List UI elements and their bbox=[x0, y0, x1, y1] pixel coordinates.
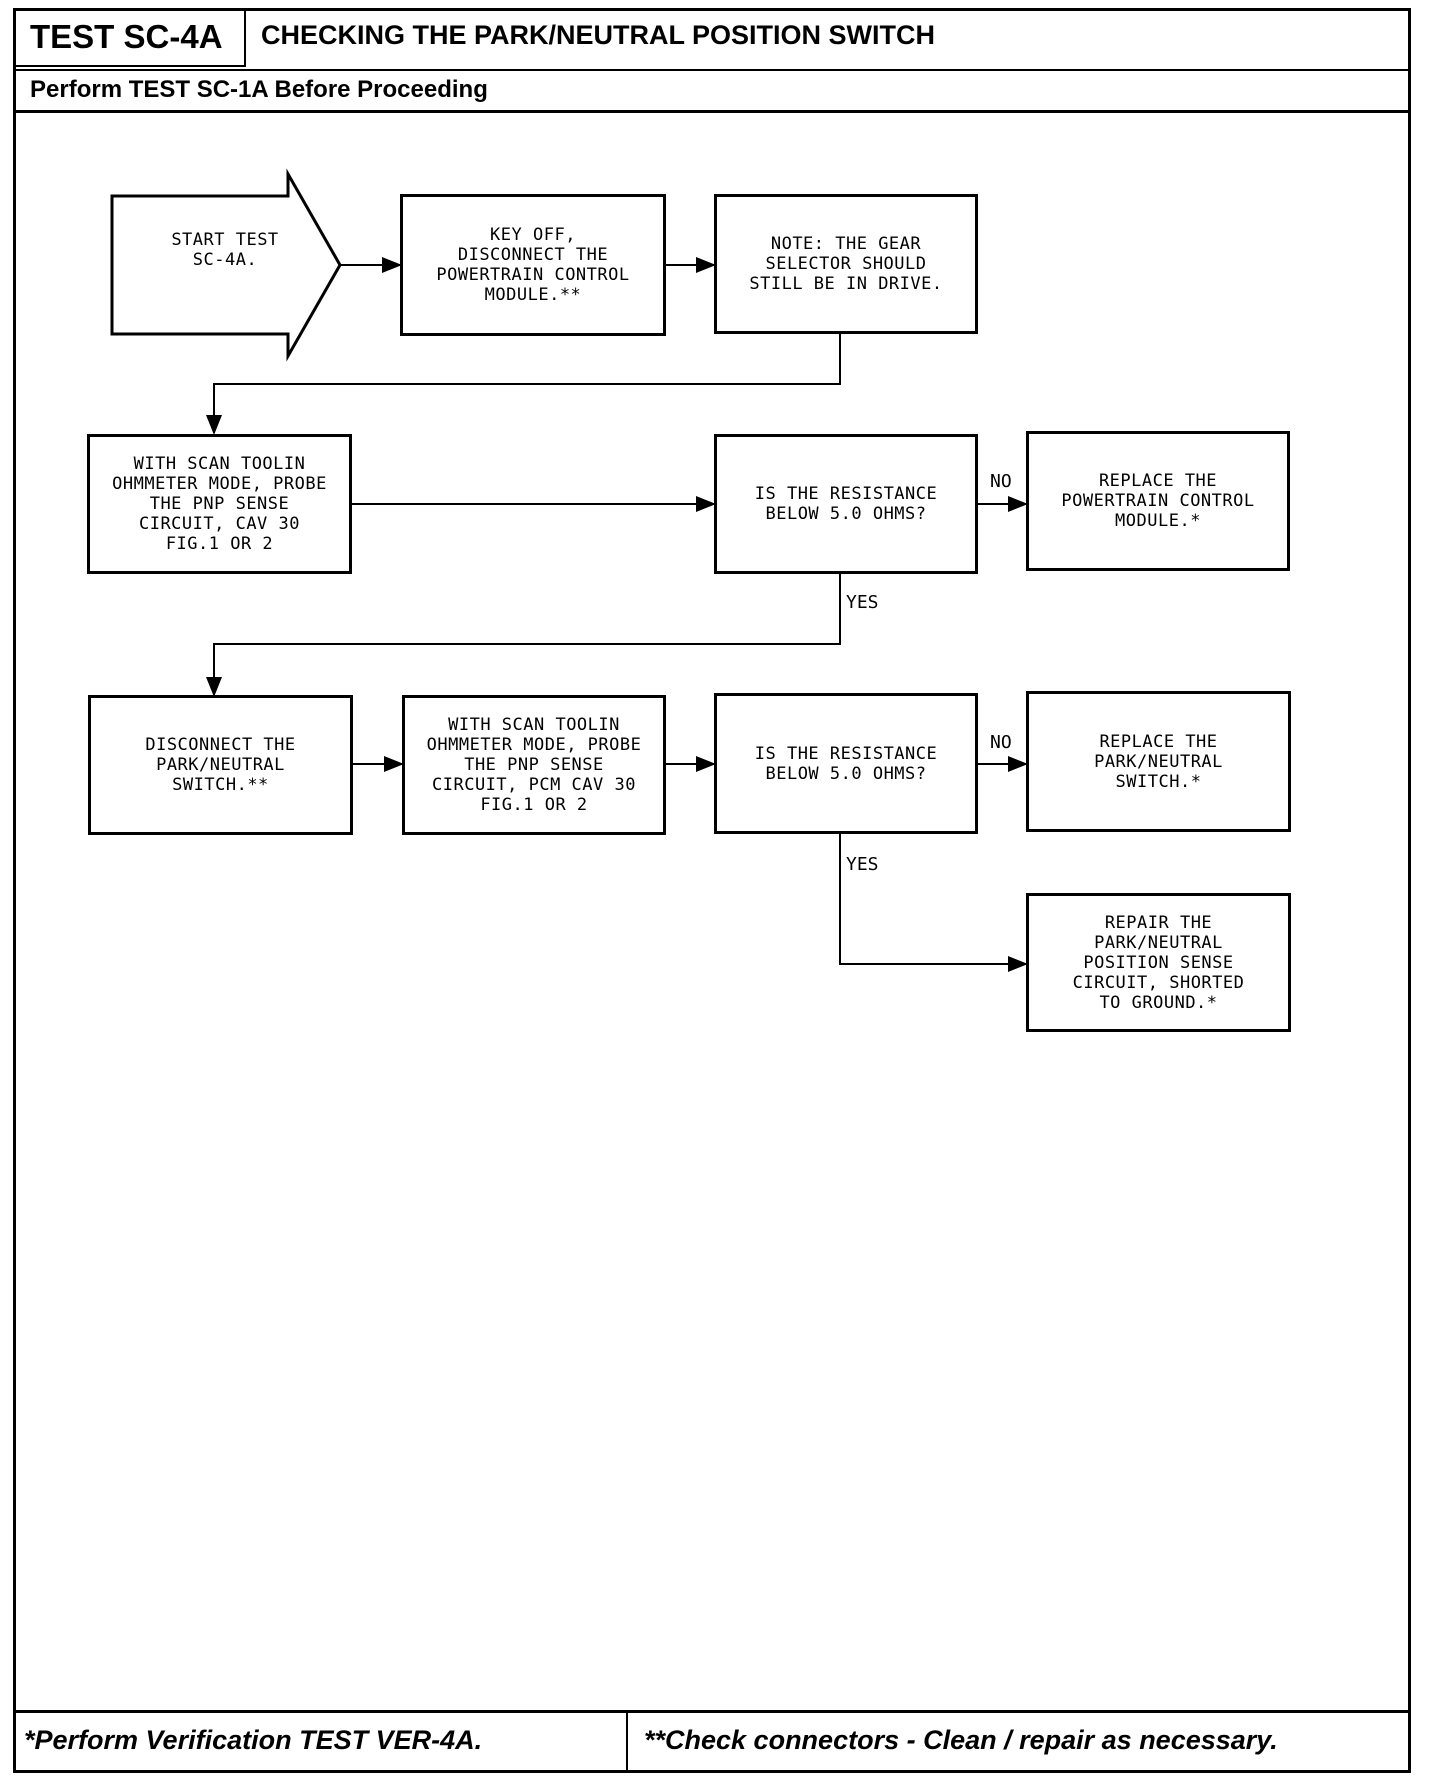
connector-note-to-probe1 bbox=[206, 334, 841, 435]
test-id: TEST SC-4A bbox=[16, 11, 246, 67]
step-repair-circuit: REPAIR THE PARK/NEUTRAL POSITION SENSE C… bbox=[1026, 893, 1291, 1032]
decision-resistance-2: IS THE RESISTANCE BELOW 5.0 OHMS? bbox=[714, 693, 978, 834]
step-replace-switch: REPLACE THE PARK/NEUTRAL SWITCH.* bbox=[1026, 691, 1291, 832]
footnote-connectors: **Check connectors - Clean / repair as n… bbox=[644, 1725, 1278, 1755]
step-replace-pcm: REPLACE THE POWERTRAIN CONTROL MODULE.* bbox=[1026, 431, 1290, 571]
no-label-2: NO bbox=[990, 732, 1012, 753]
start-arrow-shape bbox=[110, 168, 342, 362]
decision-resistance-1: IS THE RESISTANCE BELOW 5.0 OHMS? bbox=[714, 434, 978, 574]
yes-label-2: YES bbox=[846, 854, 879, 875]
step-probe-pcm-circuit: WITH SCAN TOOLIN OHMMETER MODE, PROBE TH… bbox=[402, 695, 666, 835]
yes-label-1: YES bbox=[846, 592, 879, 613]
footer: *Perform Verification TEST VER-4A. **Che… bbox=[16, 1710, 1408, 1770]
step-probe-pnp-circuit: WITH SCAN TOOLIN OHMMETER MODE, PROBE TH… bbox=[87, 434, 352, 574]
step-key-off: KEY OFF, DISCONNECT THE POWERTRAIN CONTR… bbox=[400, 194, 666, 336]
step-disconnect-switch: DISCONNECT THE PARK/NEUTRAL SWITCH.** bbox=[88, 695, 353, 835]
start-test-label: START TEST SC-4A. bbox=[171, 230, 279, 270]
test-sheet: TEST SC-4A CHECKING THE PARK/NEUTRAL POS… bbox=[13, 8, 1411, 1773]
connector-decision2-yes bbox=[839, 834, 1028, 972]
connector-decision1-yes bbox=[206, 574, 841, 697]
no-label-1: NO bbox=[990, 471, 1012, 492]
page-title: CHECKING THE PARK/NEUTRAL POSITION SWITC… bbox=[261, 20, 936, 50]
prerequisite-note: Perform TEST SC-1A Before Proceeding bbox=[16, 69, 1408, 113]
step-gear-note: NOTE: THE GEAR SELECTOR SHOULD STILL BE … bbox=[714, 194, 978, 334]
footnote-verification: *Perform Verification TEST VER-4A. bbox=[16, 1713, 628, 1770]
